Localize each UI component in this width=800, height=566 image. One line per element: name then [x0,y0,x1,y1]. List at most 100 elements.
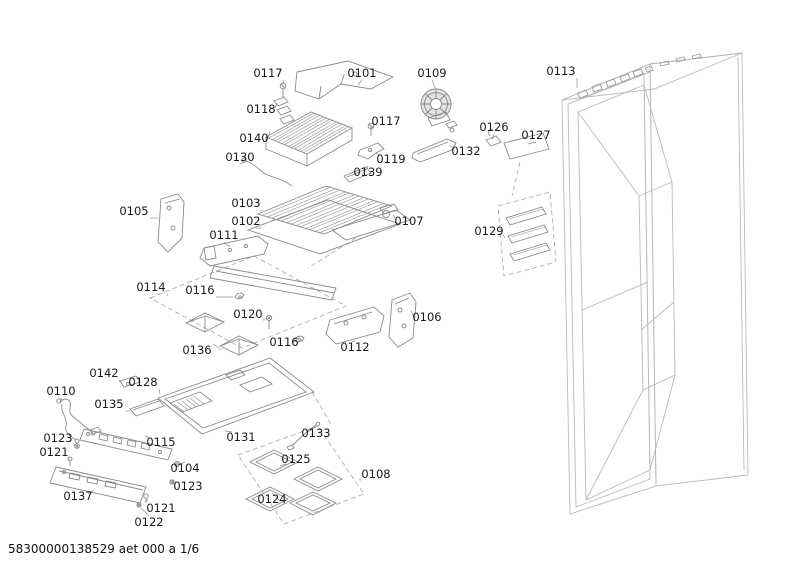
cabinet-side-inner-line [737,56,745,471]
part-number-label: 0104 [170,461,199,475]
leader-line [212,343,223,351]
part-number-label: 0129 [474,224,503,238]
part-number-label: 0117 [253,66,282,80]
tray-0125-b [292,466,344,492]
part-number-label: 0133 [301,426,330,440]
part-number-label: 0135 [94,397,123,411]
dashed-axis-lines [307,161,521,427]
part-number-label: 0121 [146,501,175,515]
condenser-block-0140 [264,111,354,167]
cabinet-interior-back [638,181,676,391]
slats-0129 [505,206,551,262]
leader-line [410,310,415,318]
cabinet-front-inner [567,72,651,508]
wiring-harness-0110 [56,398,102,444]
leader-line [351,340,356,343]
part-number-label: 0119 [376,152,405,166]
leader-line [502,234,506,239]
drip-tray-0102 [246,199,411,255]
cabinet-interior-edges [577,84,676,501]
part-number-label: 0118 [246,102,275,116]
part-number-label: 0124 [257,492,286,506]
leader-line [224,430,233,433]
screw-0117-top [279,82,287,97]
leader-line [266,131,271,141]
pyramid-foot-2 [218,335,260,356]
part-number-label: 0137 [63,489,92,503]
part-number-label: 0115 [146,435,175,449]
part-number-label: 0102 [231,214,260,228]
leader-line [449,144,454,149]
nut-0116-b [294,335,305,343]
leader-line [60,397,63,402]
leader-line [392,214,396,219]
tray-0124-a [244,486,296,512]
part-number-label: 0113 [546,64,575,78]
leader-line [274,102,278,109]
part-number-label: 0122 [134,515,163,529]
dashed-guides [149,161,557,525]
pyramid-foot-1 [184,312,226,333]
leader-line [144,498,149,503]
cabinet-interior-shelf-lines [581,281,675,331]
leader-line [118,379,121,383]
part-number-label: 0139 [353,165,382,179]
part-number-label: 0123 [43,431,72,445]
part-number-label: 0126 [479,120,508,134]
screw-0122 [136,502,142,508]
part-number-label: 0105 [119,204,148,218]
part-number-label: 0117 [371,114,400,128]
part-number-label: 0101 [347,66,376,80]
leader-line [431,79,437,91]
dashed-box-slats-0129 [497,191,557,277]
part-number-label: 0128 [128,375,157,389]
part-number-label: 0116 [185,283,214,297]
part-number-label: 0142 [89,366,118,380]
part-number-label: 0103 [231,196,260,210]
control-strip-0115 [79,428,173,461]
part-number-label: 0110 [46,384,75,398]
leader-line [357,79,363,86]
bracket-0142 [119,375,141,388]
bracket-0111 [199,235,269,267]
nut-0116-a [234,292,245,300]
part-number-label: 0120 [233,307,262,321]
document-number: 58300000138529 aet 000 a 1/6 [8,542,199,556]
part-number-label: 0123 [173,479,202,493]
leader-line [282,79,285,85]
part-number-label: 0127 [521,128,550,142]
cabinet-front-face [561,63,657,515]
leader-line [307,426,317,433]
leader-line [144,435,151,439]
sensor-wire-0133 [286,421,321,451]
leader-line [87,489,95,495]
leader-line [491,133,495,141]
screw-0123-a [74,443,80,449]
leader-line [374,152,382,156]
part-number-label: 0107 [394,214,423,228]
leader-line [294,335,301,343]
part-number-label: 0111 [209,228,238,242]
evaporator-fins-0103 [256,185,394,235]
top-cover-panel-0101 [294,60,395,100]
cabinet-opening [577,84,651,501]
cabinet-top-face [561,52,743,101]
part-number-label: 0106 [412,310,441,324]
leader-line [140,507,150,517]
handle-0132 [411,138,457,163]
leader-line [279,463,287,467]
leader-line [166,293,169,297]
side-bracket-0105 [157,193,185,253]
screw-0117-mid [367,122,375,136]
leader-line [158,388,161,395]
strip-0139 [343,166,372,183]
hinge-strip-0113 [577,53,702,99]
part-number-label: 0116 [269,335,298,349]
tray-0125-a [248,449,300,475]
cabinet-wireframe [561,52,749,515]
part-number-label: 0132 [451,144,480,158]
part-number-label: 0125 [281,452,310,466]
clips-0118 [273,96,295,125]
